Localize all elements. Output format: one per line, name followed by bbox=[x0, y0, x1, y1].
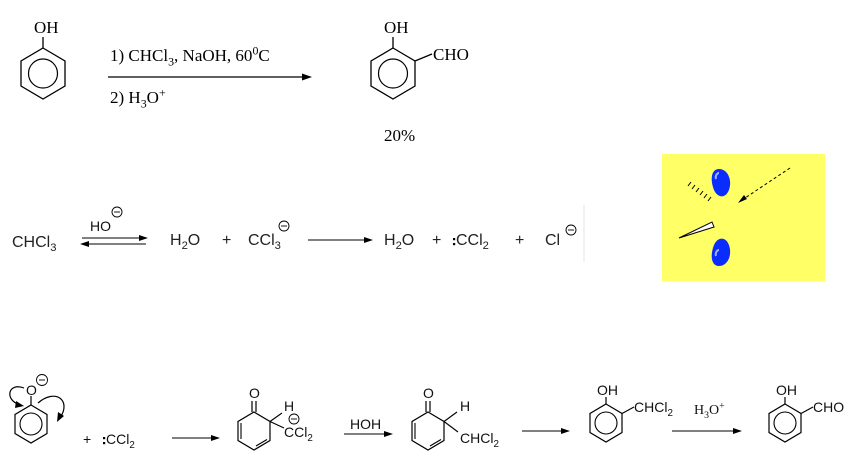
carbene-orbital-drawing bbox=[678, 167, 791, 266]
intermediate-2-o-label: O bbox=[423, 385, 434, 401]
attack-arrow bbox=[741, 167, 791, 201]
lower-p-lobe bbox=[711, 238, 731, 266]
wedge-bond bbox=[678, 221, 715, 239]
plus-sign-4: + bbox=[83, 431, 92, 447]
hydroxide-label: HO bbox=[90, 218, 111, 234]
final-cho-label: CHO bbox=[813, 399, 845, 415]
phenol-oh-label: OH bbox=[34, 18, 59, 37]
intermediate-1-h-label: H bbox=[284, 398, 295, 414]
trichloromethanide-label: CCl3 bbox=[248, 232, 281, 253]
hashed-bond bbox=[687, 181, 712, 202]
water-label-1: H2O bbox=[170, 232, 201, 253]
intermediate-3-oh-label: OH bbox=[597, 382, 618, 398]
intermediate-2-chcl2-label: CHCl2 bbox=[460, 430, 499, 450]
dichlorocarbene-label-2: CCl2 bbox=[106, 431, 135, 451]
intermediate-1-ccl2-label: CCl2 bbox=[284, 424, 313, 444]
phenoxide-o-label: O bbox=[26, 382, 37, 398]
plus-sign-1: + bbox=[222, 232, 232, 249]
dichlorocarbene-label: CCl2 bbox=[456, 232, 489, 253]
intermediate-1-o-label: O bbox=[249, 385, 260, 401]
hoh-label: HOH bbox=[350, 416, 382, 432]
orbital-diagram-panel bbox=[662, 154, 825, 281]
chcl3-label: CHCl3 bbox=[12, 234, 57, 255]
water-label-2: H2O bbox=[384, 232, 415, 253]
yield-label: 20% bbox=[384, 126, 416, 145]
product-cho-label: CHO bbox=[433, 45, 469, 64]
intermediate-2-h-label: H bbox=[460, 398, 471, 414]
final-oh-label: OH bbox=[776, 382, 797, 398]
chloride-label: Cl bbox=[545, 232, 561, 249]
plus-sign-2: + bbox=[432, 232, 442, 249]
condition-1: 1) CHCl3, NaOH, 600C bbox=[110, 43, 270, 69]
hydronium-label: H3O+ bbox=[694, 400, 725, 421]
intermediate-3-chcl2-label: CHCl2 bbox=[634, 399, 673, 419]
condition-2: 2) H3O+ bbox=[110, 85, 166, 111]
plus-sign-3: + bbox=[515, 232, 525, 249]
product-oh-label: OH bbox=[384, 18, 409, 37]
